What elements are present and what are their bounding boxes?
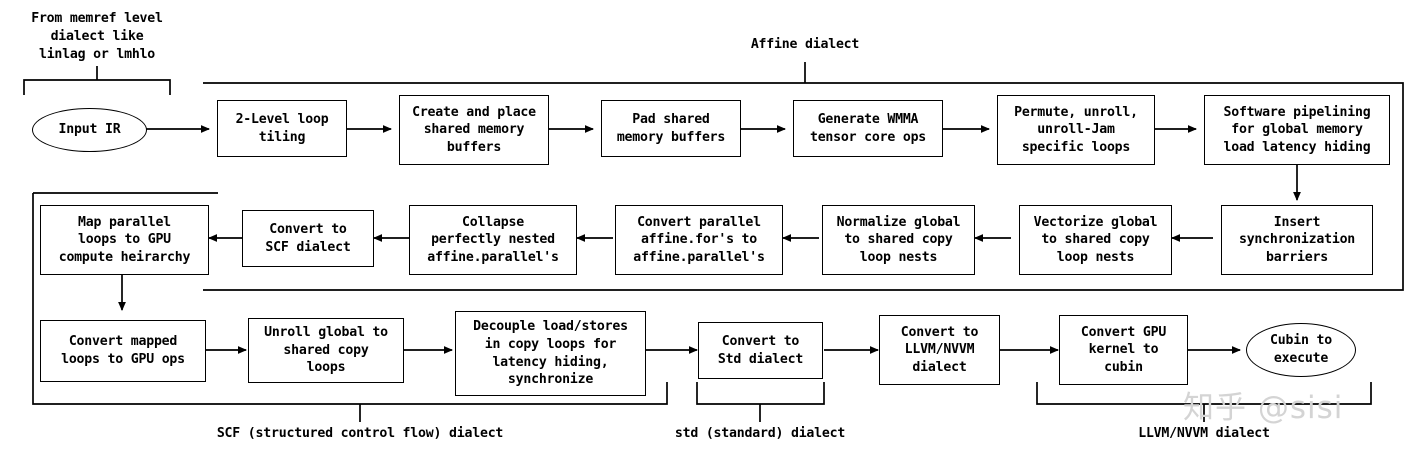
- std-dialect-label: std (standard) dialect: [674, 426, 846, 441]
- node-convert-to-llvm-nvvm-dialect[interactable]: Convert to LLVM/NVVM dialect: [879, 315, 1000, 385]
- node-convert-parallel-affine-fors-to-affine-parallels[interactable]: Convert parallel affine.for's to affine.…: [615, 205, 783, 275]
- source-dialect-note: From memref level dialect like linlag or…: [31, 11, 163, 63]
- node-convert-to-scf-dialect[interactable]: Convert to SCF dialect: [242, 210, 374, 267]
- node-collapse-perfectly-nested-affine-parallels[interactable]: Collapse perfectly nested affine.paralle…: [409, 205, 577, 275]
- node-convert-gpu-kernel-to-cubin[interactable]: Convert GPU kernel to cubin: [1059, 315, 1188, 385]
- node-pad-shared-memory-buffers[interactable]: Pad shared memory buffers: [601, 100, 741, 157]
- node-create-and-place-shared-memory-buffers[interactable]: Create and place shared memory buffers: [399, 95, 549, 165]
- node-normalize-global-to-shared-copy-loop-nests[interactable]: Normalize global to shared copy loop nes…: [822, 205, 975, 275]
- bracket-source-dialect: [23, 79, 171, 95]
- node-insert-synchronization-barriers[interactable]: Insert synchronization barriers: [1221, 205, 1373, 275]
- node-generate-wmma-tensor-core-ops[interactable]: Generate WMMA tensor core ops: [793, 100, 943, 157]
- affine-dialect-label: Affine dialect: [750, 37, 860, 52]
- scf-dialect-label: SCF (structured control flow) dialect: [216, 426, 504, 441]
- node-cubin-to-execute[interactable]: Cubin to execute: [1246, 323, 1356, 377]
- node-unroll-global-to-shared-copy-loops[interactable]: Unroll global to shared copy loops: [248, 318, 404, 383]
- node-map-parallel-loops-to-gpu-compute-heirarchy[interactable]: Map parallel loops to GPU compute heirar…: [40, 205, 209, 275]
- watermark: 知乎 @sisi: [1183, 390, 1344, 426]
- node-convert-to-std-dialect[interactable]: Convert to Std dialect: [698, 322, 823, 379]
- node-convert-mapped-loops-to-gpu-ops[interactable]: Convert mapped loops to GPU ops: [40, 320, 206, 382]
- node-permute-unroll-unroll-jam-specific-loops[interactable]: Permute, unroll, unroll-Jam specific loo…: [997, 95, 1155, 165]
- node-input-ir[interactable]: Input IR: [32, 108, 147, 152]
- node-software-pipelining-for-global-memory-load-latency-hiding[interactable]: Software pipelining for global memory lo…: [1204, 95, 1390, 165]
- node-decouple-load-stores-in-copy-loops[interactable]: Decouple load/stores in copy loops for l…: [455, 311, 646, 396]
- node-vectorize-global-to-shared-copy-loop-nests[interactable]: Vectorize global to shared copy loop nes…: [1019, 205, 1172, 275]
- bracket-std-dialect: [696, 382, 825, 405]
- llvm-nvvm-dialect-label: LLVM/NVVM dialect: [1138, 426, 1270, 441]
- node-two-level-loop-tiling[interactable]: 2-Level loop tiling: [217, 100, 347, 157]
